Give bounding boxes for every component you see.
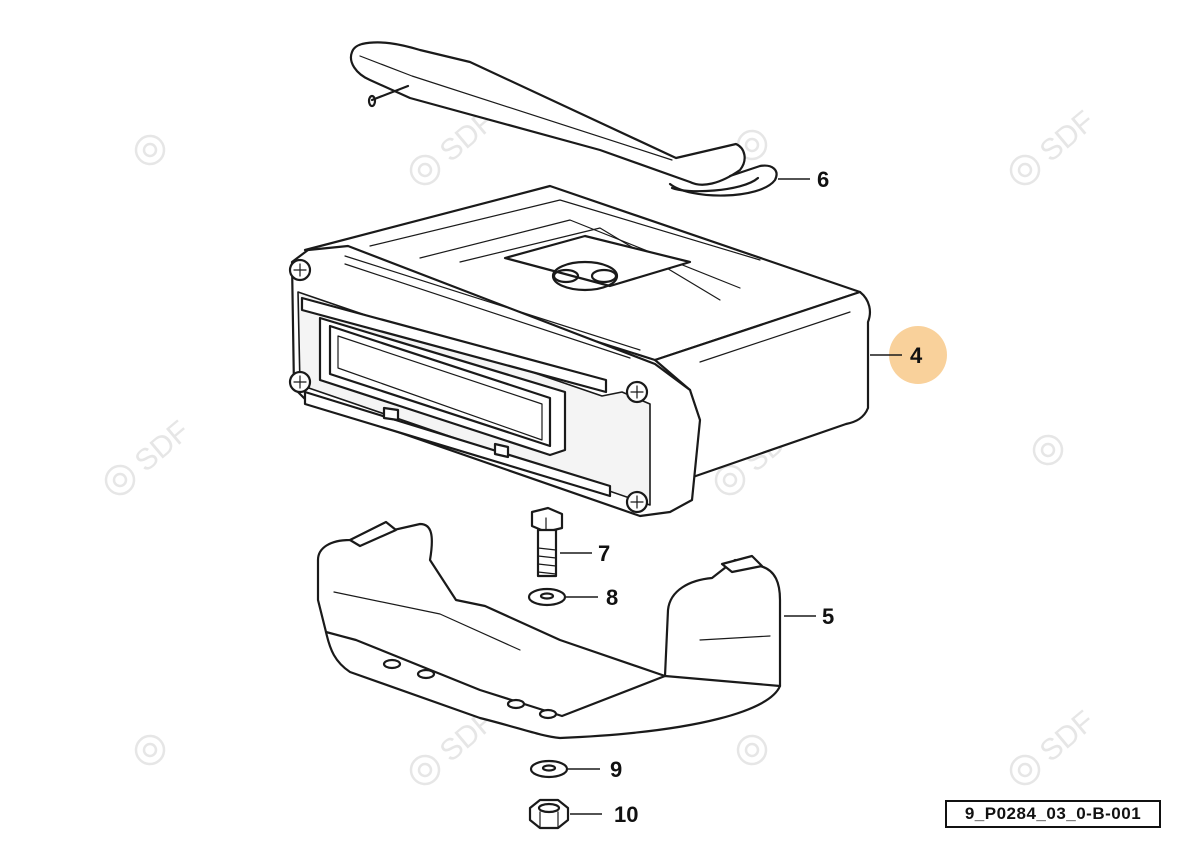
reference-code: 9_P0284_03_0-B-001 — [964, 804, 1142, 823]
screw-icon — [288, 258, 312, 282]
callout-number: 7 — [598, 541, 610, 566]
part-nut — [528, 798, 570, 830]
callout-number: 4 — [910, 343, 923, 368]
watermark-text: SDF — [1034, 705, 1101, 769]
callout-4[interactable]: 4 — [870, 326, 947, 384]
callout-number: 8 — [606, 585, 618, 610]
watermark — [134, 134, 166, 166]
part-washer-8 — [527, 587, 567, 607]
watermark: SDF — [104, 415, 196, 496]
callout-6[interactable]: 6 — [778, 167, 829, 192]
reference-code-box: 9_P0284_03_0-B-001 — [945, 800, 1161, 828]
callout-number: 9 — [610, 757, 622, 782]
callout-5[interactable]: 5 — [784, 604, 834, 629]
part-bolt — [530, 506, 564, 578]
watermark: SDF — [1009, 705, 1101, 786]
callout-9[interactable]: 9 — [568, 757, 622, 782]
watermark — [736, 734, 768, 766]
callout-7[interactable]: 7 — [560, 541, 610, 566]
screw-icon — [288, 370, 312, 394]
part-strap — [349, 41, 778, 197]
part-control-unit — [288, 184, 871, 518]
watermark-text: SDF — [129, 415, 196, 479]
watermark: SDF — [1009, 105, 1101, 186]
watermark — [1032, 434, 1064, 466]
callout-8[interactable]: 8 — [566, 585, 618, 610]
part-bracket — [316, 520, 782, 740]
callout-10[interactable]: 10 — [570, 802, 638, 827]
screw-icon — [625, 380, 649, 404]
callout-highlight — [889, 326, 947, 384]
watermark-text: SDF — [1034, 105, 1101, 169]
watermark — [134, 734, 166, 766]
callout-number: 10 — [614, 802, 638, 827]
screw-icon — [625, 490, 649, 514]
callout-number: 6 — [817, 167, 829, 192]
callout-number: 5 — [822, 604, 834, 629]
part-washer-9 — [529, 759, 569, 779]
